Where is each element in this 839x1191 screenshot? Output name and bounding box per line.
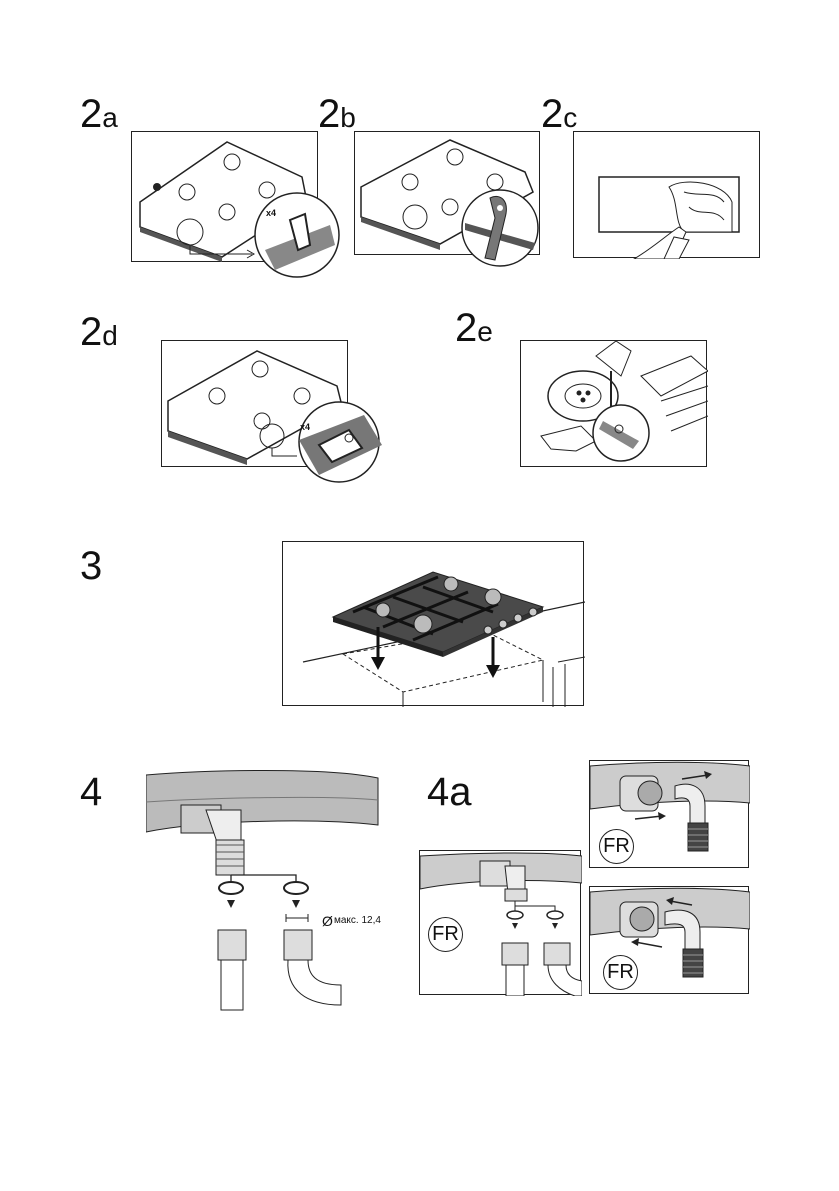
step-2a-label: 2a [80, 94, 118, 134]
max-diameter-note: макс. 12,4 [334, 915, 381, 926]
step-3-label: 3 [80, 546, 102, 586]
step-2b-label: 2b [318, 94, 356, 134]
step-letter: b [340, 102, 356, 133]
panel-2c [573, 131, 760, 258]
step-number: 2 [455, 306, 477, 350]
step-number: 2 [318, 92, 340, 136]
clip-magnifier-icon [455, 188, 545, 270]
panel-3 [282, 541, 584, 706]
step-letter: d [102, 320, 118, 351]
fr-badge: FR [599, 829, 634, 864]
step-number: 2 [80, 310, 102, 354]
fr-badge: FR [428, 917, 463, 952]
step-letter: a [102, 102, 118, 133]
step-2c-label: 2c [541, 94, 577, 134]
clip-magnifier-icon [250, 190, 345, 280]
step-2e-label: 2e [455, 308, 493, 348]
quantity-label: x4 [300, 422, 310, 432]
step-letter: c [563, 102, 577, 133]
step-2d-label: 2d [80, 312, 118, 352]
step-number: 2 [541, 92, 563, 136]
step-number: 2 [80, 92, 102, 136]
step-letter: e [477, 316, 493, 347]
hob-insertion-illustration [283, 542, 585, 707]
diameter-symbol: Ø [322, 913, 333, 929]
screwdriver-icon [521, 341, 708, 468]
panel-2e [520, 340, 707, 467]
fr-badge: FR [603, 955, 638, 990]
step-4a-label: 4a [427, 772, 472, 812]
step-4-label: 4 [80, 772, 102, 812]
quantity-label: x4 [266, 208, 276, 218]
tape-applied-illustration [574, 132, 761, 259]
clip-magnifier-icon [294, 400, 384, 484]
gas-hose-illustration [146, 770, 386, 1020]
